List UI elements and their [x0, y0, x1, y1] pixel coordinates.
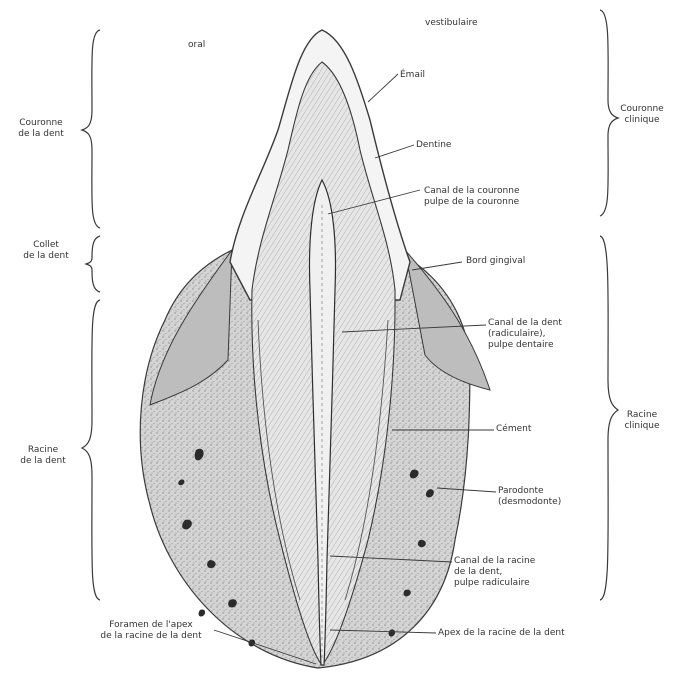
right-braces: [600, 10, 618, 600]
callout-dentine: Dentine: [416, 140, 451, 151]
callout-bord-gingival: Bord gingival: [466, 256, 525, 267]
label-couronne-clinique: Couronne clinique: [612, 104, 672, 126]
left-braces: [82, 30, 100, 600]
callout-canal-dent: Canal de la dent (radiculaire), pulpe de…: [488, 318, 562, 351]
callout-canal-racine: Canal de la racine de la dent, pulpe rad…: [454, 556, 535, 589]
label-couronne-dent: Couronne de la dent: [8, 118, 74, 140]
callout-apex: Apex de la racine de la dent: [438, 628, 565, 639]
label-oral: oral: [188, 40, 205, 51]
callout-foramen: Foramen de l'apex de la racine de la den…: [86, 620, 216, 642]
label-racine-clinique: Racine clinique: [612, 410, 672, 432]
callout-cement: Cément: [496, 424, 531, 435]
callout-email: Émail: [400, 70, 425, 81]
label-vestibulaire: vestibulaire: [425, 18, 478, 29]
callout-canal-couronne: Canal de la couronne pulpe de la couronn…: [424, 186, 519, 208]
label-collet-dent: Collet de la dent: [16, 240, 76, 262]
label-racine-dent: Racine de la dent: [10, 445, 76, 467]
callout-parodonte: Parodonte (desmodonte): [498, 486, 561, 508]
